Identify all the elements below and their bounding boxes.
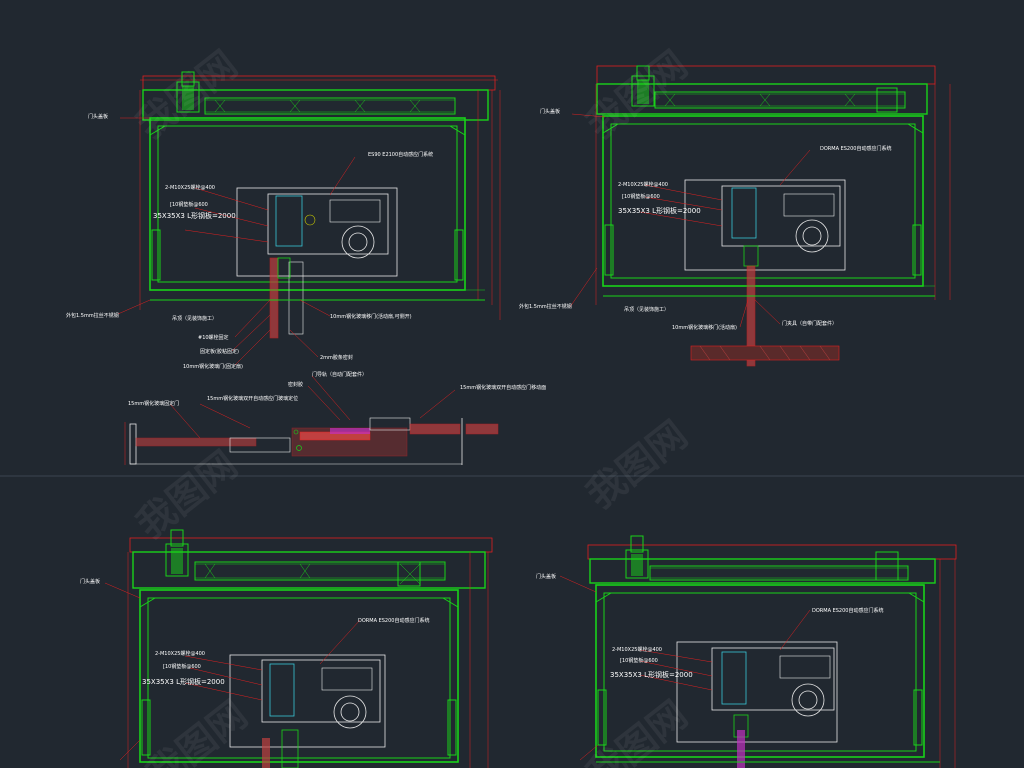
label-channel-tl: 35X35X3 L形钢板=2000 (153, 211, 236, 220)
label-channel-br: 35X35X3 L形钢板=2000 (610, 670, 693, 679)
label-cladding-tl: 外包1.5mm拉丝不锈钢 (66, 312, 119, 319)
panel-plan: 门导轨（自动门配套件） 密封胶 15mm钢化玻璃固定门 15mm钢化玻璃双开自动… (124, 371, 546, 465)
label-clamp-tr: 门夹具（自带门配套件） (782, 320, 837, 327)
label-door-pocket-br: 门头盖板 (536, 573, 556, 580)
panel-top-left: 门头盖板 ES90 E2100自动感应门系统 2-M10X25螺栓@400 [1… (66, 71, 501, 370)
label-fix1-tl: #10螺栓固定 (198, 334, 229, 341)
label-operator-bl: DORMA ES200自动感应门系统 (358, 617, 429, 624)
label-bracket-tr: 2-M10X25螺栓@400 (618, 181, 668, 188)
label-door-pocket-tl: 门头盖板 (88, 113, 108, 120)
label-glass-tr: 10mm钢化玻璃移门(活动扇) (672, 324, 737, 331)
label-fix3-tl: 10mm钢化玻璃门(固定扇) (183, 363, 243, 370)
label-glass-tl: 10mm钢化玻璃移门(活动扇,可侧开) (330, 313, 412, 320)
label-plan-c: 15mm钢化玻璃固定门 (128, 400, 179, 407)
label-fix2-tl: 固定板(胶粘固定) (200, 348, 239, 355)
label-plate-tr: [10钢垫板@600 (622, 193, 660, 200)
label-operator-tr: DORMA ES200自动感应门系统 (820, 145, 891, 152)
label-plan-d: 15mm钢化玻璃双开自动感应门玻璃定位 (207, 395, 298, 402)
label-door-pocket-bl: 门头盖板 (80, 578, 100, 585)
label-bracket-tl: 2-M10X25螺栓@400 (165, 184, 215, 191)
label-bracket-bl: 2-M10X25螺栓@400 (155, 650, 205, 657)
label-finish-tl: 吊顶（见装饰施工） (172, 315, 217, 322)
label-cladding-tr: 外包1.5mm拉丝不锈钢 (519, 303, 572, 310)
watermark-text: 我图网 (128, 42, 245, 147)
label-finish-tr: 吊顶（见装饰施工） (624, 306, 669, 313)
label-channel-tr: 35X35X3 L形钢板=2000 (618, 206, 701, 215)
label-plan-e: 15mm钢化玻璃双开自动感应门移动面 (460, 384, 546, 391)
label-plan-b: 密封胶 (288, 381, 303, 388)
label-operator-br: DORMA ES200自动感应门系统 (812, 607, 883, 614)
label-seal-tl: 2mm胶条密封 (320, 354, 353, 361)
label-operator-tl: ES90 E2100自动感应门系统 (368, 151, 433, 158)
panel-bottom-left: 门头盖板 DORMA ES200自动感应门系统 2-M10X25螺栓@400 [… (80, 529, 493, 768)
label-plate-tl: [10钢垫板@600 (170, 201, 208, 208)
label-plan-a: 门导轨（自动门配套件） (312, 371, 367, 378)
label-bracket-br: 2-M10X25螺栓@400 (612, 646, 662, 653)
watermark-text: 我图网 (578, 412, 695, 517)
label-door-pocket-tr: 门头盖板 (540, 108, 560, 115)
panel-top-right: 门头盖板 DORMA ES200自动感应门系统 2-M10X25螺栓@400 [… (519, 65, 951, 367)
panel-bottom-right: 门头盖板 DORMA ES200自动感应门系统 2-M10X25螺栓@400 [… (536, 535, 957, 768)
label-plate-br: [10钢垫板@600 (620, 657, 658, 664)
label-channel-bl: 35X35X3 L形钢板=2000 (142, 677, 225, 686)
watermark-text: 我图网 (138, 692, 255, 768)
watermark-text: 我图网 (128, 442, 245, 547)
label-plate-bl: [10钢垫板@600 (163, 663, 201, 670)
